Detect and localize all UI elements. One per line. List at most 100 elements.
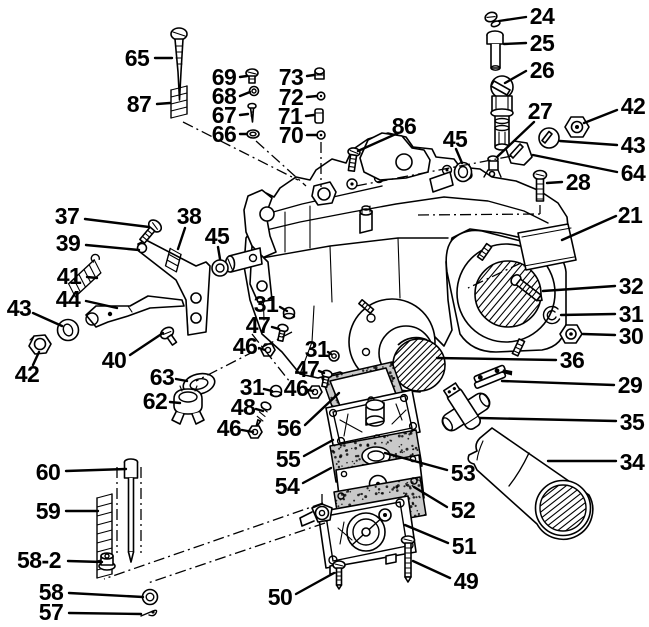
callout-label-27-13: 27 [528,98,553,124]
part-21-gasket-sheet [517,223,577,271]
callout-leader-31-53 [326,350,333,356]
part-29-valve [473,364,513,389]
callout-leader-50-32 [294,571,336,596]
part-51-pump-body [317,495,417,575]
callout-leader-48-57 [254,407,265,413]
callout-leader-28-17 [545,180,564,185]
callout-label-47-54: 47 [295,356,320,382]
part-30-nut [559,324,583,344]
callout-leader-63-59 [174,377,189,383]
part-87-spring [170,85,188,119]
callout-label-24-10: 24 [530,3,555,29]
part-46-nut [307,385,323,399]
callout-leader-64-16 [531,153,619,174]
callout-label-51-30: 51 [452,533,477,559]
callout-leader-40-49 [128,331,165,357]
callout-leader-60-36 [64,467,128,473]
callout-leader-62-60 [168,400,182,405]
callout-label-31-56: 31 [240,374,265,400]
callout-label-26-12: 26 [530,57,555,83]
callout-leader-67-4 [238,112,250,117]
part-50-screw [332,560,346,590]
callout-leader-46-52 [257,346,267,352]
callout-label-25-11: 25 [530,30,555,56]
callout-leader-58-2-38 [66,559,104,564]
part-69-screw [245,68,259,84]
part-57-clip [140,609,158,617]
callout-leader-31-50 [278,305,289,313]
callout-leader-39-43 [84,243,141,252]
part-37-bolt [139,219,163,245]
callout-label-43-47: 43 [7,295,32,321]
callout-label-41-45: 41 [57,263,82,289]
part-62-pump-body [171,385,205,425]
hatch-fill [539,484,587,532]
part-31-lock-washer [542,305,561,325]
callout-label-43-15: 43 [621,132,646,158]
callout-label-87-1: 87 [127,91,152,117]
callout-label-31-50: 31 [254,291,279,317]
callout-label-46-55: 46 [284,375,309,401]
part-58-2-nut [98,552,116,571]
callout-leader-47-51 [270,325,281,331]
part-28-screw [532,169,548,202]
callout-leader-86-19 [356,131,400,153]
callout-leader-51-30 [403,523,450,545]
callout-leader-44-46 [84,299,119,310]
callout-label-30-23: 30 [619,323,644,349]
callout-label-21-18: 21 [618,202,643,228]
callout-label-58-2-38: 58-2 [17,547,61,573]
callout-label-63-59: 63 [150,364,175,390]
callout-leader-55-34 [302,438,335,458]
hatch-fill [392,338,446,392]
callout-leader-73-6 [305,73,316,78]
venturi-bore [348,298,446,392]
callout-label-59-37: 59 [36,498,61,524]
callout-leader-27-13 [495,120,536,159]
callout-label-68-3: 68 [212,83,237,109]
callout-leader-26-12 [503,69,528,85]
callout-label-40-49: 40 [102,347,127,373]
callout-label-64-16: 64 [621,160,646,186]
callout-label-45-44: 45 [205,223,230,249]
callout-leader-35-26 [478,416,618,423]
callout-label-57-40: 57 [39,599,64,625]
callout-label-67-4: 67 [212,102,237,128]
callout-label-72-7: 72 [279,84,304,110]
callout-leader-54-35 [301,466,333,485]
callout-leader-31-56 [262,387,274,393]
callout-label-62-60: 62 [143,388,168,414]
flange-stud [511,338,526,357]
part-66-washer [246,129,260,139]
callout-leader-25-11 [502,41,528,46]
stack [299,361,427,590]
callout-label-71-8: 71 [278,103,303,129]
callout-leader-46-55 [306,388,315,393]
part-58-washer [141,588,159,606]
right-hardware [441,274,594,541]
callout-leader-57-40 [67,611,143,616]
callout-leader-58-39 [67,591,145,599]
callout-label-86-19: 86 [392,113,417,139]
part-67-needle [247,102,257,123]
callout-label-56-33: 56 [277,415,302,441]
top-left-parts [170,27,326,140]
callout-label-66-5: 66 [212,121,237,147]
part-42-nut [28,334,52,355]
callout-label-60-36: 60 [36,459,61,485]
callout-label-42-14: 42 [621,93,646,119]
callout-label-49-31: 49 [454,568,479,594]
callout-leader-29-25 [500,379,616,387]
callout-label-70-9: 70 [279,122,304,148]
callout-leader-31-22 [559,312,617,317]
callout-leader-53-28 [383,451,449,472]
callout-leader-43-15 [558,139,619,147]
callout-label-35-26: 35 [620,409,645,435]
callout-leader-45-44 [216,245,222,261]
callout-label-38-42: 38 [177,203,202,229]
part-70-oring [316,130,326,140]
part-26-valve-assembly [490,75,514,151]
top-right-parts [347,11,590,271]
